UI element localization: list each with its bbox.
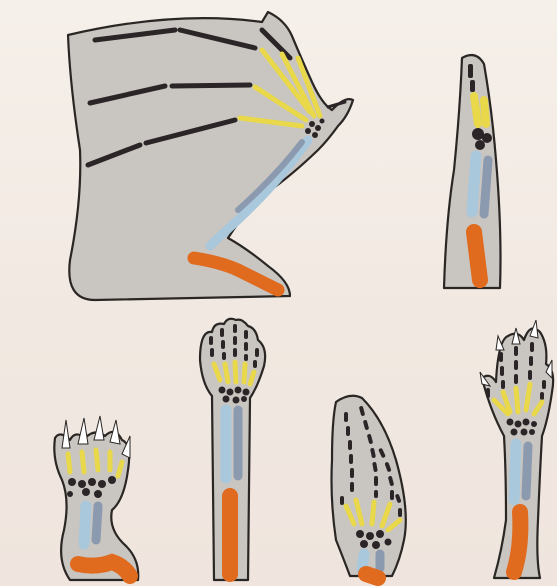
- whale-humerus: [474, 232, 480, 280]
- whale-metacarpal: [474, 96, 478, 124]
- dolphin-humerus: [366, 574, 378, 578]
- human-arm-figure: [200, 319, 265, 580]
- whale-ulna: [484, 160, 488, 214]
- bat-wing-figure: [68, 12, 353, 300]
- clawed-forelimb-figure: [480, 320, 553, 578]
- mole-radius: [84, 506, 86, 544]
- mole-paw-figure: [54, 416, 138, 580]
- dolphin-flipper-outline: [332, 396, 406, 576]
- mole-ulna: [96, 506, 98, 540]
- clawed-radius: [514, 444, 516, 500]
- clawed-ulna: [526, 446, 528, 496]
- whale-radius: [472, 156, 476, 212]
- whale-flipper-figure: [444, 55, 501, 288]
- whale-metacarpal-2: [484, 100, 486, 124]
- dolphin-flipper-figure: [332, 396, 406, 578]
- clawed-humerus: [514, 512, 520, 572]
